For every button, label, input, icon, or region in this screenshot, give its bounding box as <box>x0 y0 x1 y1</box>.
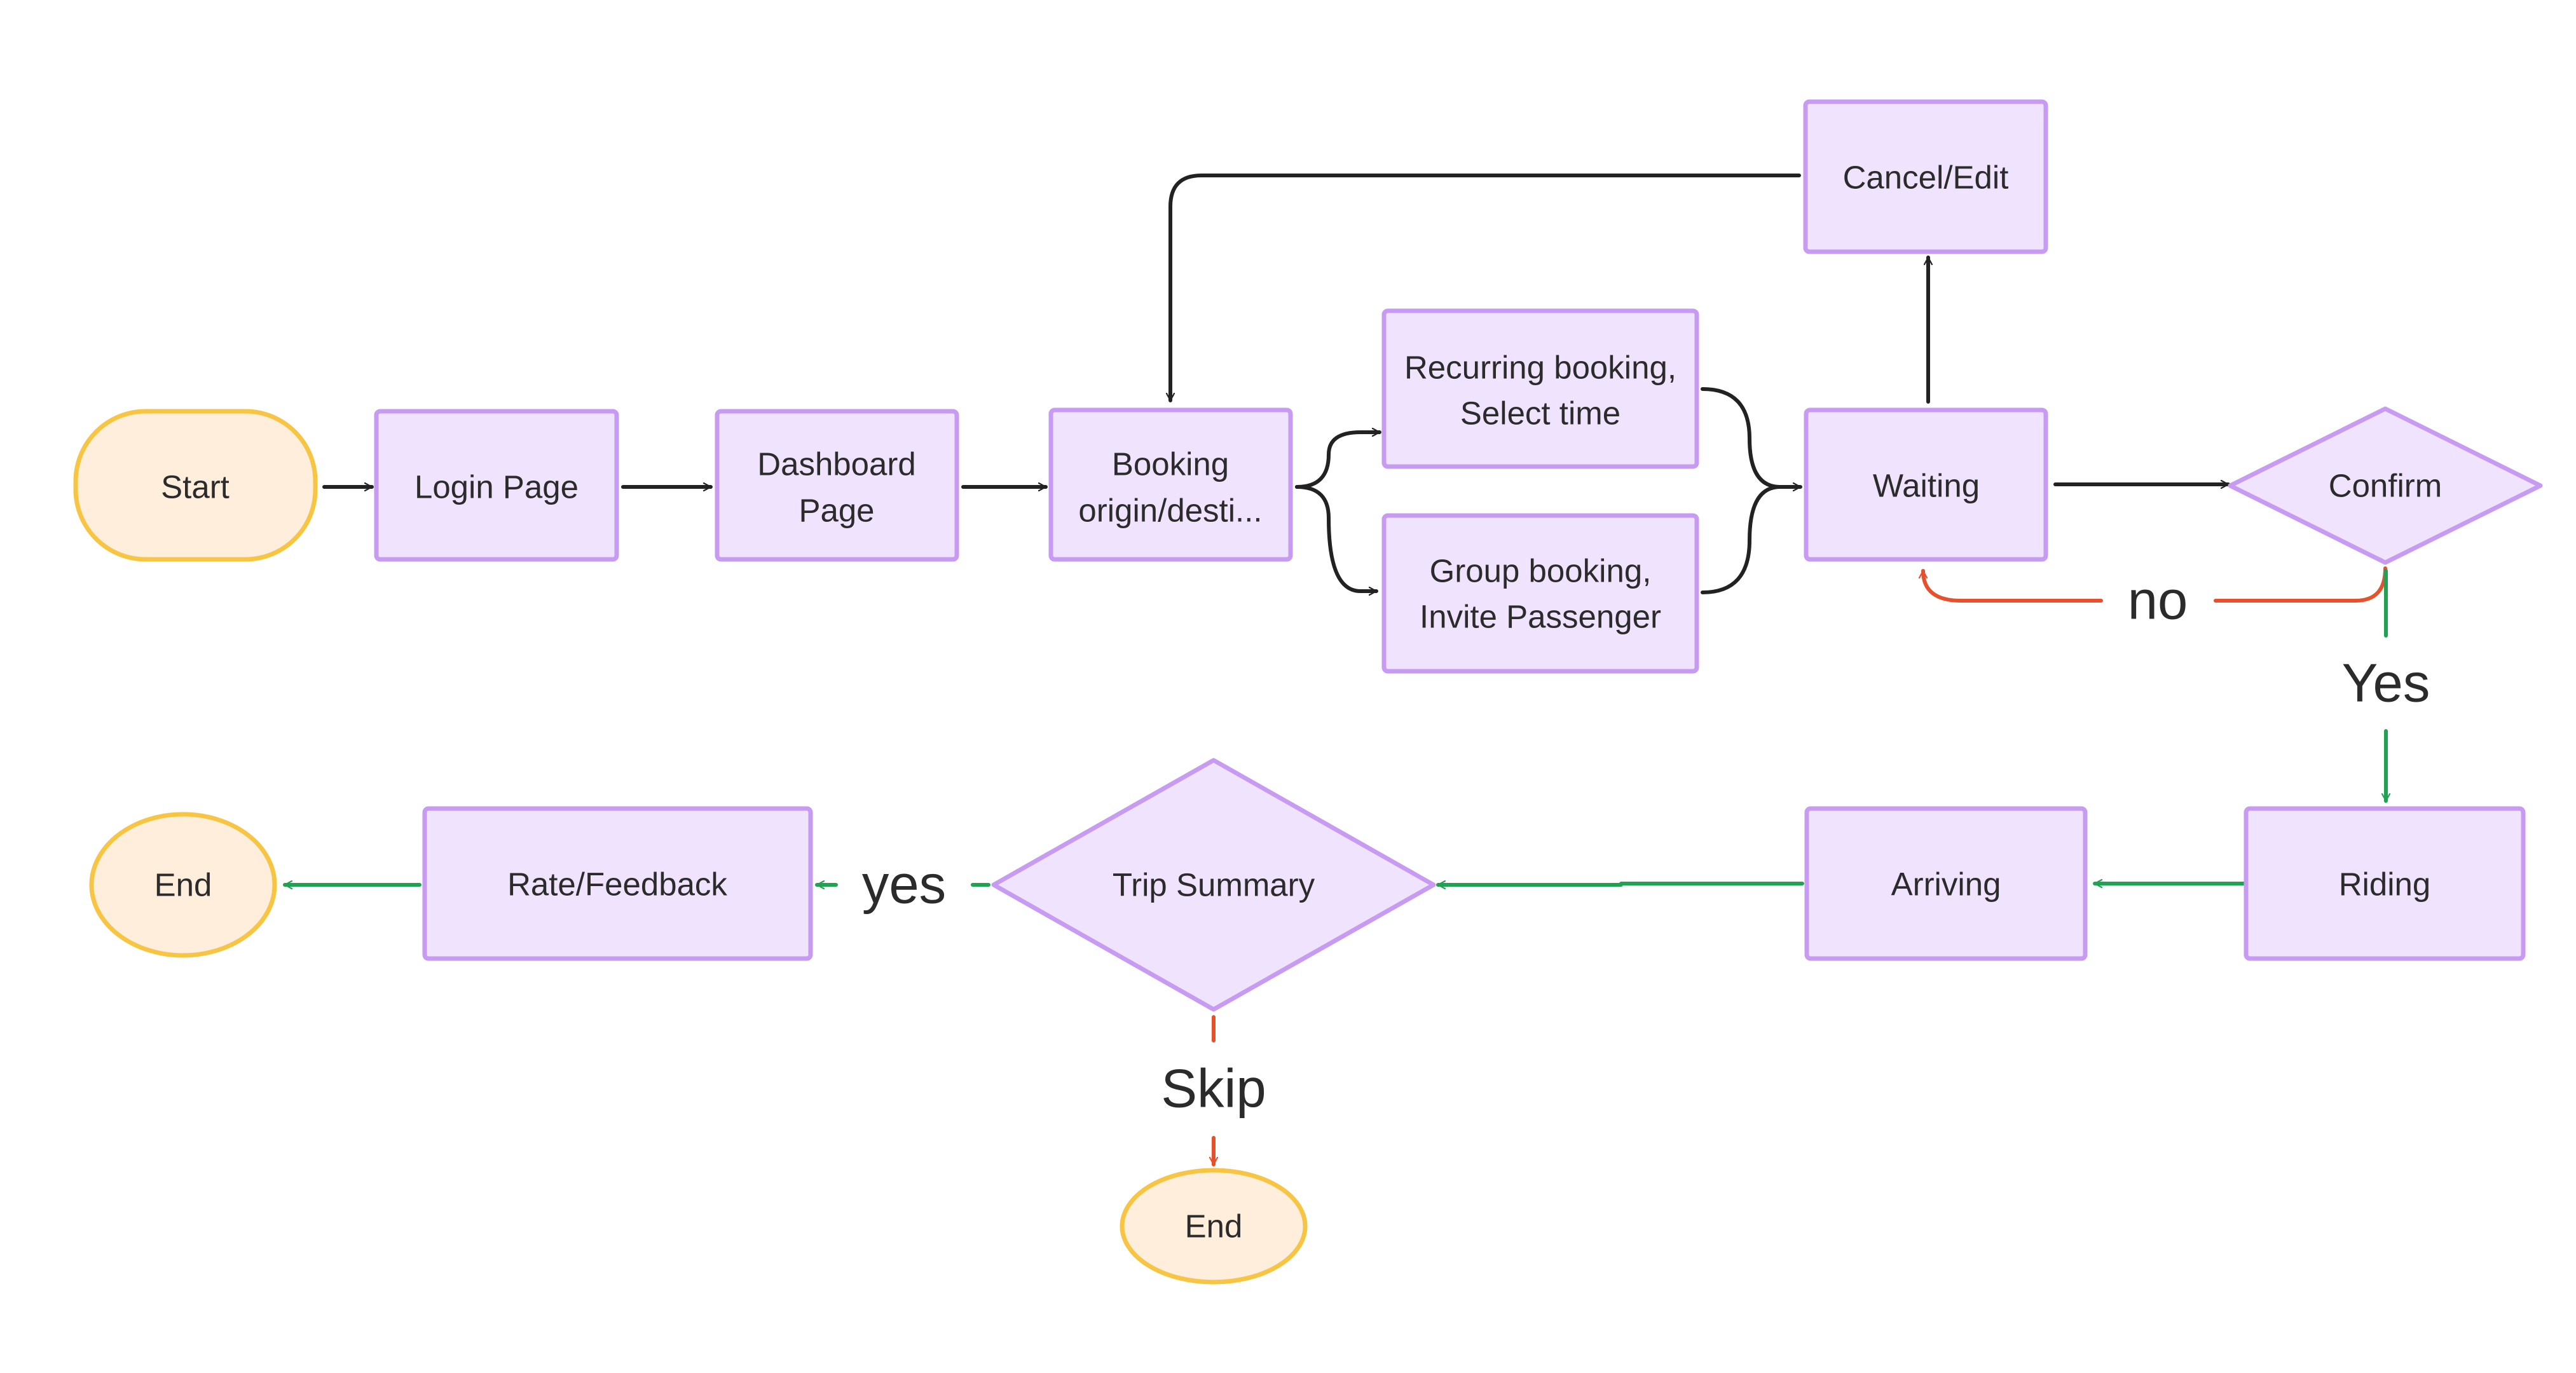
node-rate-feedback[interactable]: Rate/Feedback <box>422 806 813 961</box>
edge-cancel-booking <box>1170 174 1801 402</box>
node-rate-feedback-label: Rate/Feedback <box>507 866 727 903</box>
node-trip-summary[interactable]: Trip Summary <box>991 758 1436 1012</box>
edge-label-no: no <box>2128 571 2188 631</box>
edge-label-yes-confirm: Yes <box>2342 653 2430 714</box>
edge-confirm-waiting-no <box>2214 566 2387 603</box>
node-confirm-label: Confirm <box>2329 468 2442 504</box>
edge-booking-recurring <box>1295 432 1381 489</box>
node-recurring-label-line-2: Select time <box>1460 395 1620 432</box>
node-waiting[interactable]: Waiting <box>1804 407 2048 562</box>
node-riding[interactable]: Riding <box>2244 806 2526 961</box>
node-confirm[interactable]: Confirm <box>2228 406 2543 565</box>
node-end-bottom-label: End <box>1185 1208 1243 1245</box>
node-booking[interactable]: Booking origin/desti... <box>1048 407 1293 562</box>
node-recurring-booking[interactable]: Recurring booking, Select time <box>1381 308 1699 469</box>
node-arriving-label: Arriving <box>1891 866 2001 903</box>
node-riding-label: Riding <box>2339 866 2431 903</box>
node-group-label-line-1: Group booking, <box>1430 553 1652 589</box>
edge-recurring-waiting <box>1701 387 1802 487</box>
node-booking-label-line-1: Booking <box>1112 446 1229 482</box>
node-start[interactable]: Start <box>73 409 318 562</box>
node-waiting-label: Waiting <box>1873 468 1980 504</box>
nodes: Start Login Page Dashboard Page Booking … <box>73 99 2543 1285</box>
node-cancel-edit[interactable]: Cancel/Edit <box>1803 99 2048 254</box>
edge-booking-group <box>1295 485 1378 591</box>
node-group-label-line-2: Invite Passenger <box>1420 599 1661 635</box>
node-end-left-label: End <box>154 867 212 903</box>
node-arriving[interactable]: Arriving <box>1804 806 2088 961</box>
node-start-label: Start <box>161 469 230 505</box>
edge-label-skip: Skip <box>1161 1059 1266 1119</box>
node-dashboard-page[interactable]: Dashboard Page <box>715 409 959 562</box>
edges <box>283 174 2387 1166</box>
node-recurring-label-line-1: Recurring booking, <box>1404 350 1676 386</box>
node-login-page-label: Login Page <box>414 469 579 505</box>
node-end-bottom[interactable]: End <box>1120 1168 1308 1285</box>
node-dashboard-label-line-2: Page <box>798 493 874 529</box>
node-trip-summary-label: Trip Summary <box>1113 867 1315 903</box>
node-cancel-edit-label: Cancel/Edit <box>1843 160 2009 196</box>
node-group-booking[interactable]: Group booking, Invite Passenger <box>1381 513 1699 674</box>
edge-label-yes-trip: yes <box>862 855 946 915</box>
node-dashboard-label-line-1: Dashboard <box>757 446 916 482</box>
node-end-left[interactable]: End <box>89 812 277 958</box>
edge-arriving-trip <box>1436 884 1804 885</box>
node-login-page[interactable]: Login Page <box>374 409 619 562</box>
node-booking-label-line-2: origin/desti... <box>1078 493 1262 529</box>
edge-labels: no Yes yes Skip <box>862 571 2430 1119</box>
edge-confirm-waiting-no-return <box>1923 569 2103 603</box>
edge-group-waiting <box>1701 485 1782 594</box>
